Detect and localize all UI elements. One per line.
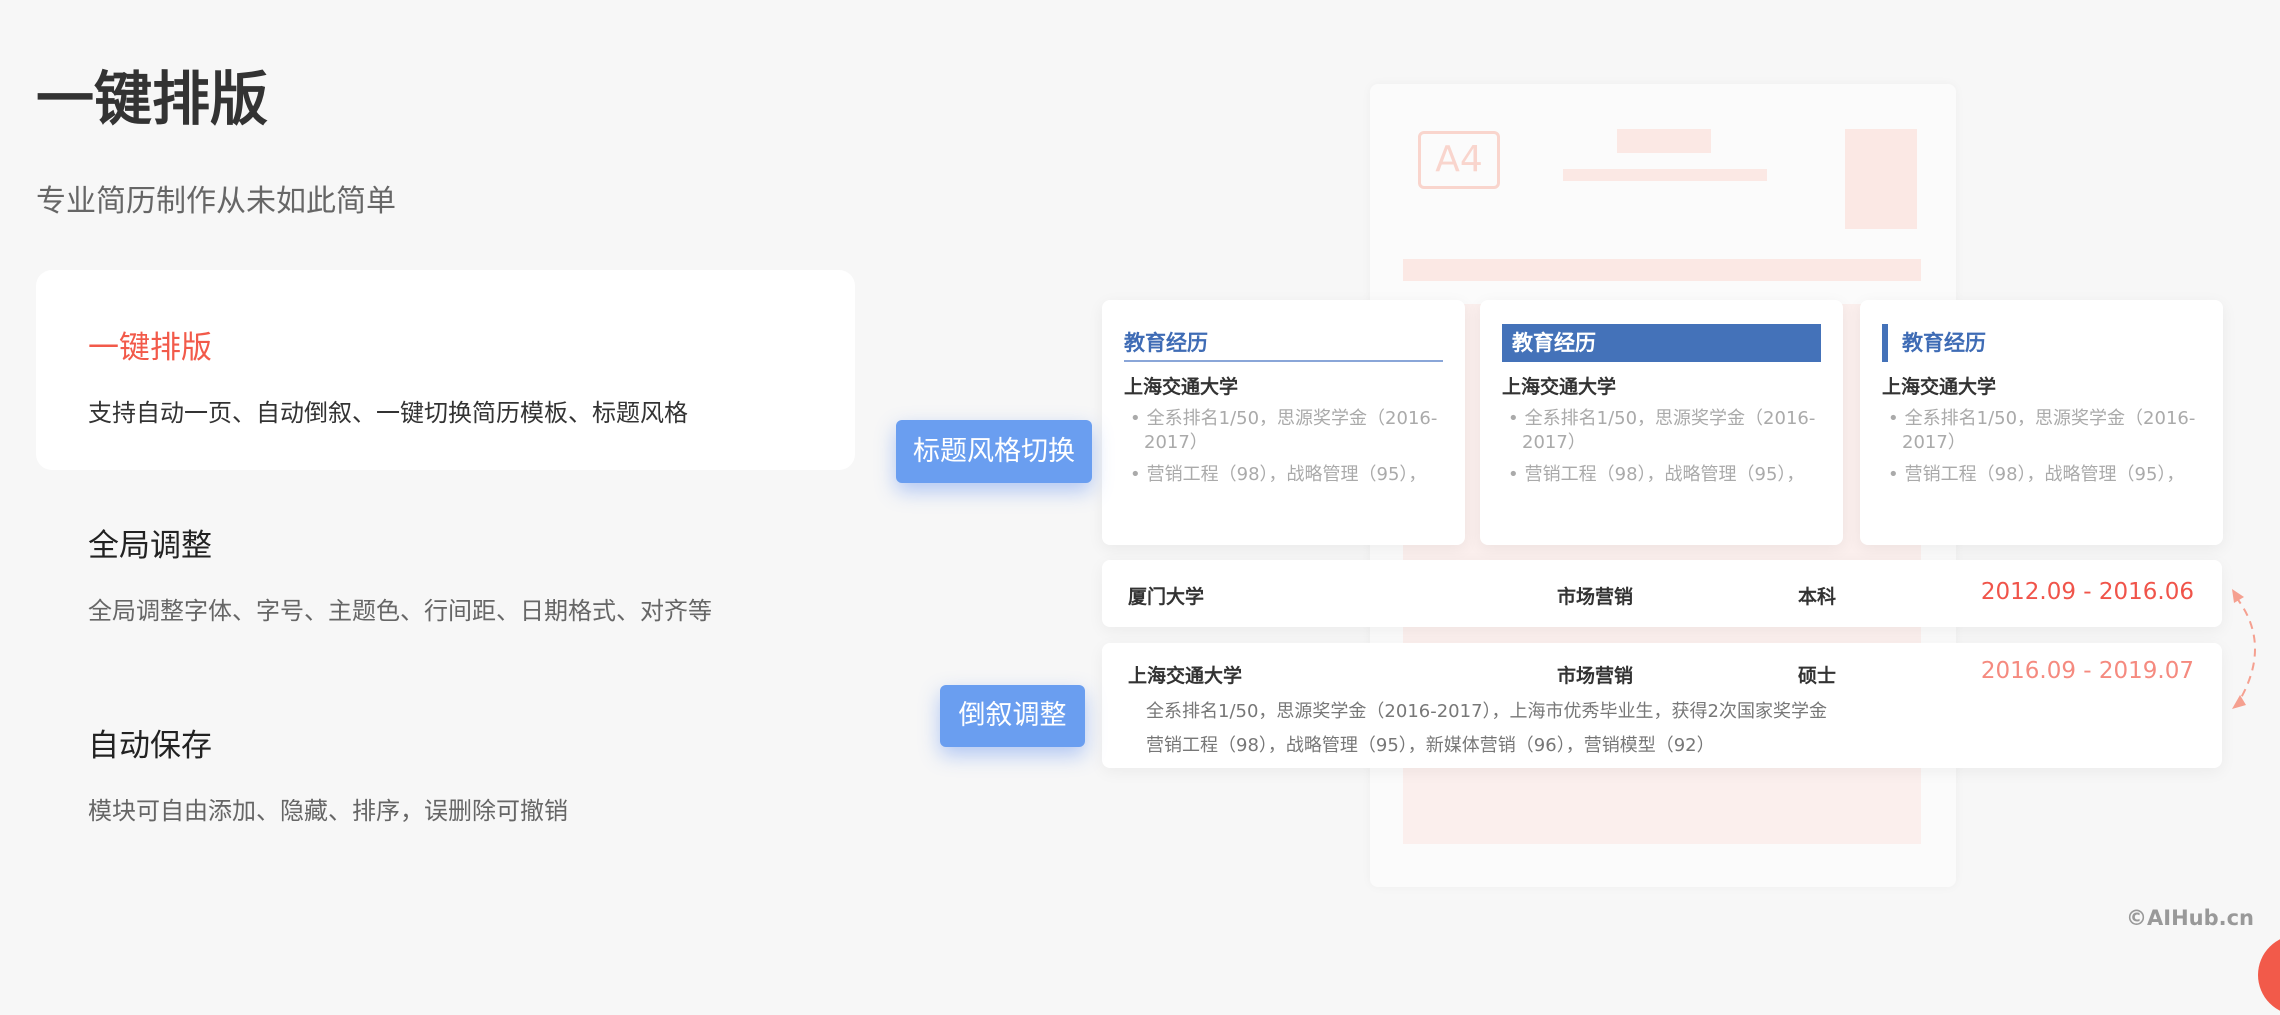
decorative-circle	[2258, 935, 2280, 1015]
page-subtitle: 专业简历制作从未如此简单	[36, 184, 396, 219]
feature-desc: 全局调整字体、字号、主题色、行间距、日期格式、对齐等	[88, 597, 712, 625]
page-title: 一键排版	[36, 65, 269, 133]
feature-desc: 模块可自由添加、隐藏、排序，误删除可撤销	[88, 797, 568, 825]
feature-one-click-layout[interactable]: 一键排版 支持自动一页、自动倒叙、一键切换简历模板、标题风格	[36, 270, 855, 470]
feature-auto-save[interactable]: 自动保存 模块可自由添加、隐藏、排序，误删除可撤销	[36, 720, 855, 826]
date-range: 2016.09 - 2019.07	[1980, 658, 2194, 684]
reverse-order-button[interactable]: 倒叙调整	[940, 685, 1085, 747]
bullet: 全系排名1/50，思源奖学金（2016-2017）	[1502, 407, 1821, 455]
bullet: 全系排名1/50，思源奖学金（2016-2017）	[1124, 407, 1443, 455]
section-heading: 教育经历	[1502, 324, 1821, 362]
bullet: 营销工程（98），战略管理（95），	[1882, 463, 2201, 487]
swap-arrow-icon	[2232, 589, 2256, 709]
title-style-switch-button[interactable]: 标题风格切换	[896, 420, 1092, 483]
watermark: ©AIHub.cn	[2126, 906, 2254, 930]
education-row: 厦门大学 市场营销 本科 2012.09 - 2016.06	[1102, 560, 2222, 627]
school-name: 上海交通大学	[1882, 376, 1997, 398]
title-style-card-filled: 教育经历 上海交通大学 全系排名1/50，思源奖学金（2016-2017） 营销…	[1480, 300, 1843, 545]
school-name: 上海交通大学	[1124, 376, 1239, 398]
degree: 本科	[1798, 586, 1837, 608]
section-heading: 教育经历	[1882, 324, 2201, 362]
major: 市场营销	[1557, 586, 1634, 608]
title-style-card-underline: 教育经历 上海交通大学 全系排名1/50，思源奖学金（2016-2017） 营销…	[1102, 300, 1465, 545]
feature-title: 自动保存	[88, 728, 212, 764]
feature-title: 一键排版	[88, 330, 212, 366]
degree: 硕士	[1798, 665, 1837, 687]
bullet: 营销工程（98），战略管理（95），	[1502, 463, 1821, 487]
bullet: 营销工程（98），战略管理（95），新媒体营销（96），营销模型（92）	[1146, 735, 1715, 756]
education-row: 上海交通大学 市场营销 硕士 2016.09 - 2019.07 全系排名1/5…	[1102, 643, 2222, 768]
date-range: 2012.09 - 2016.06	[1980, 579, 2194, 605]
bullet: 全系排名1/50，思源奖学金（2016-2017）	[1882, 407, 2201, 455]
a4-icon: A4	[1418, 131, 1500, 189]
feature-global-adjust[interactable]: 全局调整 全局调整字体、字号、主题色、行间距、日期格式、对齐等	[36, 520, 855, 626]
bullet: 全系排名1/50，思源奖学金（2016-2017），上海市优秀毕业生，获得2次国…	[1146, 701, 1827, 722]
feature-desc: 支持自动一页、自动倒叙、一键切换简历模板、标题风格	[88, 399, 688, 427]
school-name: 上海交通大学	[1502, 376, 1617, 398]
school-name: 上海交通大学	[1128, 665, 1243, 687]
school-name: 厦门大学	[1128, 586, 1205, 608]
major: 市场营销	[1557, 665, 1634, 687]
title-style-card-bar: 教育经历 上海交通大学 全系排名1/50，思源奖学金（2016-2017） 营销…	[1860, 300, 2223, 545]
feature-title: 全局调整	[88, 528, 212, 564]
bullet: 营销工程（98），战略管理（95），	[1124, 463, 1443, 487]
section-heading: 教育经历	[1124, 324, 1443, 362]
